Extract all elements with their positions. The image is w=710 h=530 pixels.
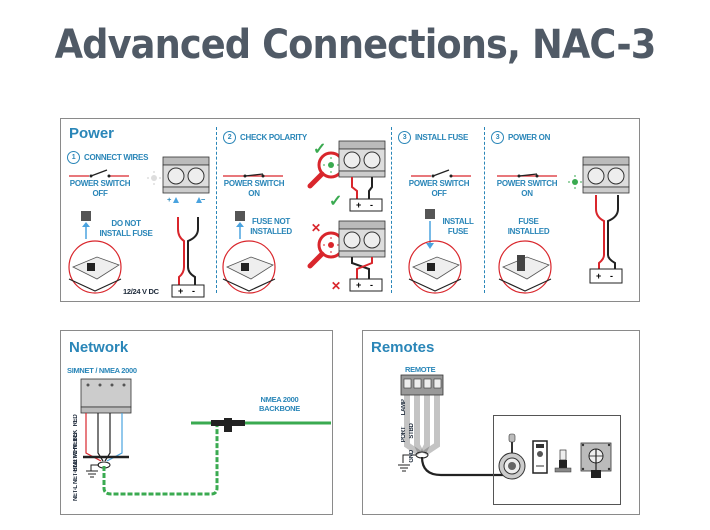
step-number: 2 [223,131,236,144]
power-panel: Power 1 CONNECT WIRES POWER SWITCH OFF D… [60,118,640,302]
step-label: CHECK POLARITY [240,133,307,142]
svg-text:-: - [610,271,613,281]
switch-state-label: POWER SWITCH OFF [408,179,470,198]
steering-lever-remote-icon [580,442,612,478]
power-heading: Power [69,125,115,142]
cross-mark-icon: ✕ [311,221,321,235]
check-mark-icon: ✓ [313,141,327,158]
switch-state-label: POWER SWITCH OFF [69,179,131,198]
svg-text:-: - [192,286,195,296]
step-number: 1 [67,151,80,164]
network-panel: Network SIMNET / NMEA 2000 BLU WHT BLK R… [60,330,333,515]
wire-label: PORT [401,426,407,443]
step-number: 3 [491,131,504,144]
network-wires [83,413,129,471]
fuse-holder-installed-icon [498,240,552,294]
remote-connector-icon [400,374,444,396]
wires-correct [351,177,373,199]
connector-label: REMOTE [405,365,436,374]
handheld-remote-icon [532,440,548,474]
network-heading: Network [69,339,129,356]
step-1-connect-wires: 1 CONNECT WIRES [67,151,148,164]
power-switch-on-icon [223,173,283,178]
backbone-label: NMEA 2000 BACKBONE [259,395,300,413]
wire-label: LAMP [401,399,407,415]
switch-state-label: POWER SWITCH ON [496,179,558,198]
svg-text:+: + [178,286,183,296]
battery-icon: +- [349,278,383,292]
power-switch-off-icon [69,169,129,178]
drop-cable [102,426,219,496]
wire-labels-bottom: GND STBD [409,423,415,463]
divider [484,127,485,293]
svg-text:+: + [596,271,601,281]
step-label: INSTALL FUSE [415,133,468,142]
joystick-remote-icon [498,433,526,480]
fuse-instruction-label: DO NOT INSTALL FUSE [99,219,153,238]
ground-icon [398,464,410,472]
terminal-block-icon [338,140,386,178]
divider [216,127,217,293]
fuse-holder-icon [68,240,122,294]
power-switch-off-icon [411,169,471,178]
battery-icon: +- [349,198,383,212]
connector-label: SIMNET / NMEA 2000 [67,366,137,375]
page-title: Advanced Connections, NAC-3 [54,22,657,68]
terminal-block-icon [582,156,630,194]
remotes-heading: Remotes [371,339,435,356]
fuse-holder-icon [222,240,276,294]
fuse-state-label: FUSE INSTALLED [507,217,550,236]
remotes-panel: Remotes REMOTE PORT LAMP GND STBD [362,330,640,515]
led-off-icon [147,171,161,185]
terminal-block-icon [338,220,386,258]
wires-to-battery [595,195,619,269]
power-switch-on-icon [497,173,557,178]
step-3-install-fuse: 3 INSTALL FUSE [398,131,468,144]
step-label: POWER ON [508,133,551,142]
fuse-icon [81,211,91,239]
tiller-lever-icon [554,449,572,473]
backbone-cable [191,418,331,432]
step-label: CONNECT WIRES [84,153,149,162]
plus-label: + [167,195,172,204]
simnet-connector-icon [80,378,132,414]
battery-icon: +- [171,284,205,298]
ground-icon [86,470,98,478]
remote-wires [402,395,509,477]
led-on-icon [568,175,582,189]
wire-label: STBD [409,423,415,439]
wire-labels-top: PORT LAMP [401,399,407,442]
supply-voltage-label: 12/24 V DC [123,287,159,296]
terminal-block-icon [162,156,210,194]
switch-state-label: POWER SWITCH ON [223,179,285,198]
divider [391,127,392,293]
wires-to-battery [173,197,202,285]
wires-reversed [351,257,373,279]
check-mark-icon: ✓ [329,193,343,210]
fuse-icon [235,211,245,239]
step-number: 3 [398,131,411,144]
step-2-check-polarity: 2 CHECK POLARITY [223,131,307,144]
cross-mark-icon: ✕ [331,279,341,293]
svg-text:-: - [370,200,373,210]
battery-icon: +- [589,268,623,284]
minus-label: − [201,195,206,204]
remote-devices-box [493,415,621,505]
wire-label: GND [409,450,415,463]
fuse-instruction-label: INSTALL FUSE [442,217,474,236]
step-3-power-on: 3 POWER ON [491,131,550,144]
svg-text:+: + [356,200,361,210]
fuse-instruction-label: FUSE NOT INSTALLED [250,217,292,236]
svg-text:-: - [370,280,373,290]
svg-text:+: + [356,280,361,290]
fuse-holder-icon [408,240,462,294]
